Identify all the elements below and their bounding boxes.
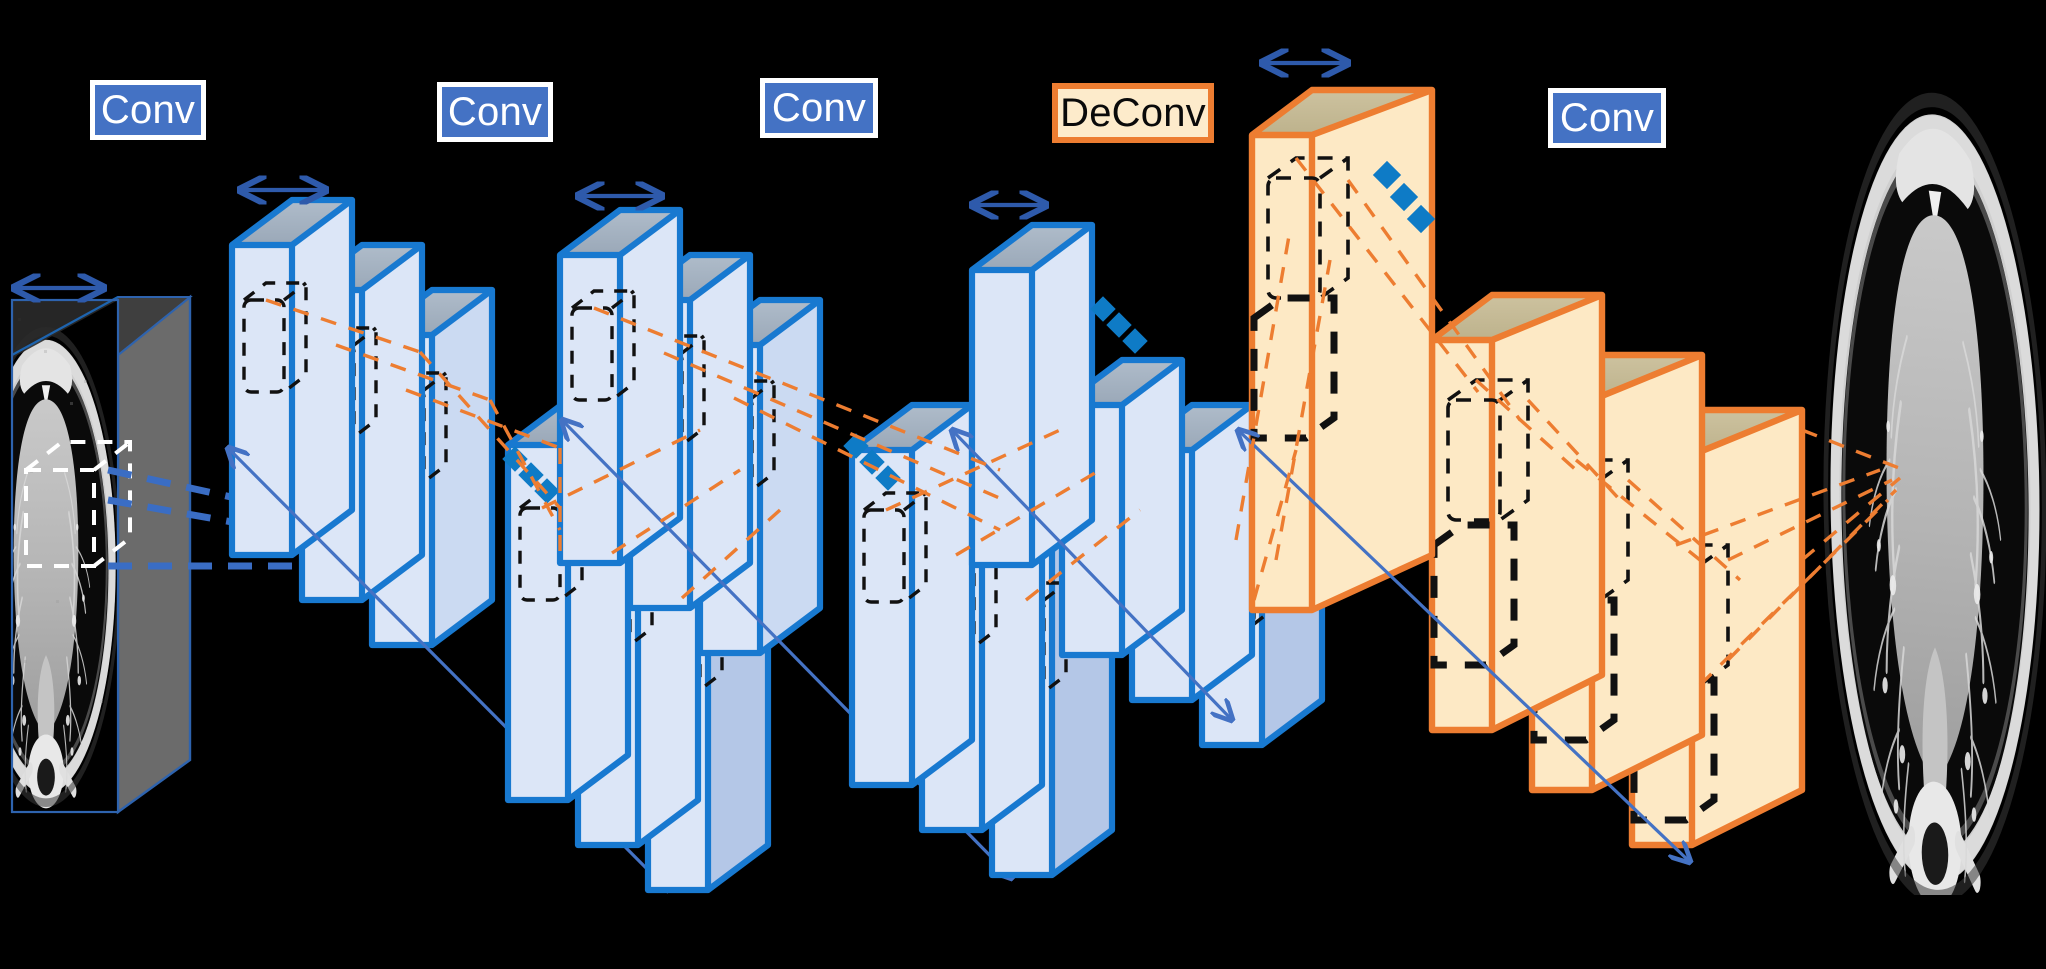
deconv-stage-1 [1238, 63, 1806, 862]
input-receptive-field [24, 440, 132, 568]
conv-4-label[interactable]: Conv [1548, 88, 1666, 148]
deconv-1-label[interactable]: DeConv [1052, 83, 1214, 143]
ellipsis-diamonds [1090, 296, 1148, 354]
deconv-depth-arrow [1238, 430, 1690, 862]
ellipsis-diamonds [1372, 160, 1436, 234]
output-ct-image [1818, 35, 2046, 895]
conv-stage-3 [560, 196, 1012, 878]
stage5-depth-arrow [952, 430, 1232, 720]
deconv-block [1248, 86, 1436, 614]
conv-3-label[interactable]: Conv [760, 78, 878, 138]
conv-block [228, 196, 356, 559]
conv-stage-1 [228, 190, 668, 890]
conv-block [556, 206, 684, 567]
input-ct-slab [10, 294, 193, 815]
conv-2-label[interactable]: Conv [437, 82, 553, 142]
deconv-block [1428, 291, 1606, 734]
orange-flow-dashes [265, 156, 1905, 687]
conv-1-label[interactable]: Conv [90, 80, 206, 140]
